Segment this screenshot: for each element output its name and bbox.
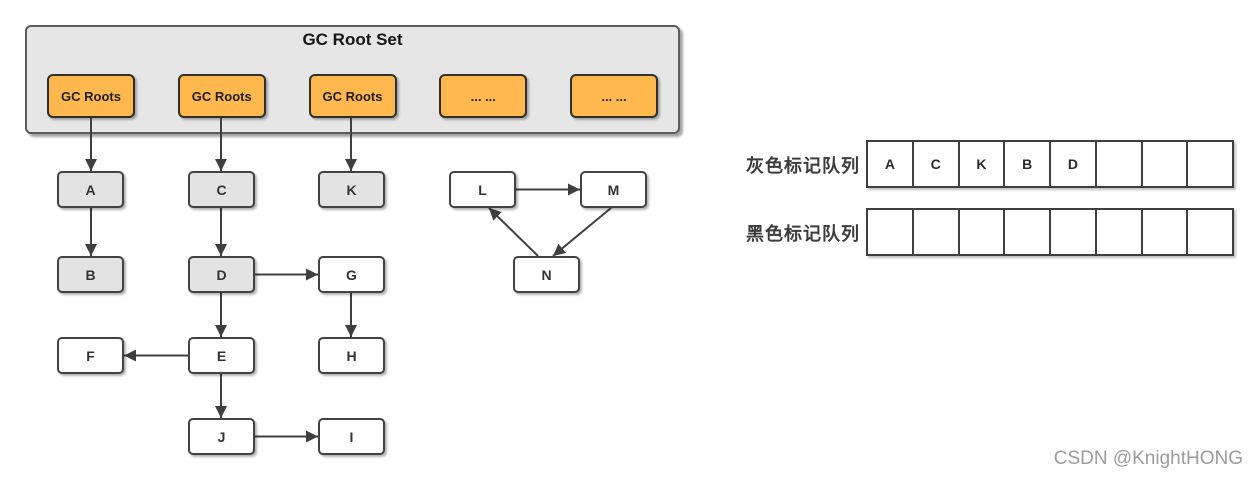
node-D: D	[188, 256, 255, 293]
node-B: B	[57, 256, 124, 293]
black-queue-cell-6	[1097, 210, 1143, 254]
node-M: M	[580, 171, 647, 208]
gray-queue-cell-2: C	[914, 142, 960, 186]
gc-root-box-1: GC Roots	[47, 74, 135, 118]
node-I: I	[318, 418, 385, 455]
gc-root-set-title: GC Root Set	[302, 30, 403, 49]
edge-N-L	[488, 207, 539, 257]
black-queue-cell-2	[914, 210, 960, 254]
node-C: C	[188, 171, 255, 208]
gc-roots-row: GC Roots GC Roots GC Roots ... ... ... ...	[47, 74, 658, 118]
gc-root-box-3: GC Roots	[308, 74, 397, 118]
gc-root-set-container: GC Root Set GC Roots GC Roots GC Roots ... …	[25, 25, 680, 134]
black-queue-cell-8	[1188, 210, 1232, 254]
node-K: K	[318, 171, 385, 208]
node-J: J	[188, 418, 255, 455]
black-queue-cell-5	[1051, 210, 1097, 254]
black-queue-cell-7	[1143, 210, 1189, 254]
gray-queue-cell-3: K	[960, 142, 1006, 186]
node-L: L	[449, 171, 516, 208]
gray-queue-label: 灰色标记队列	[746, 156, 860, 176]
node-G: G	[318, 256, 385, 293]
gray-queue-cell-7	[1143, 142, 1189, 186]
gray-queue-cell-8	[1188, 142, 1232, 186]
black-queue-label: 黑色标记队列	[746, 224, 860, 244]
gray-queue-cell-1: A	[868, 142, 914, 186]
node-H: H	[318, 337, 385, 374]
gc-root-box-2: GC Roots	[177, 74, 266, 118]
gc-root-box-4: ... ...	[439, 74, 528, 118]
node-F: F	[57, 337, 124, 374]
gc-root-box-5: ... ...	[570, 74, 658, 118]
black-queue-row	[866, 208, 1234, 256]
gray-queue-cell-4: B	[1005, 142, 1051, 186]
gray-queue-cell-6	[1097, 142, 1143, 186]
edge-M-N	[552, 207, 612, 257]
black-queue-cell-1	[868, 210, 914, 254]
node-N: N	[513, 256, 580, 293]
csdn-watermark: CSDN @KnightHONG	[1053, 448, 1243, 469]
node-A: A	[57, 171, 124, 208]
node-E: E	[188, 337, 255, 374]
black-queue-cell-4	[1005, 210, 1051, 254]
gray-queue-cell-5: D	[1051, 142, 1097, 186]
black-queue-cell-3	[960, 210, 1006, 254]
